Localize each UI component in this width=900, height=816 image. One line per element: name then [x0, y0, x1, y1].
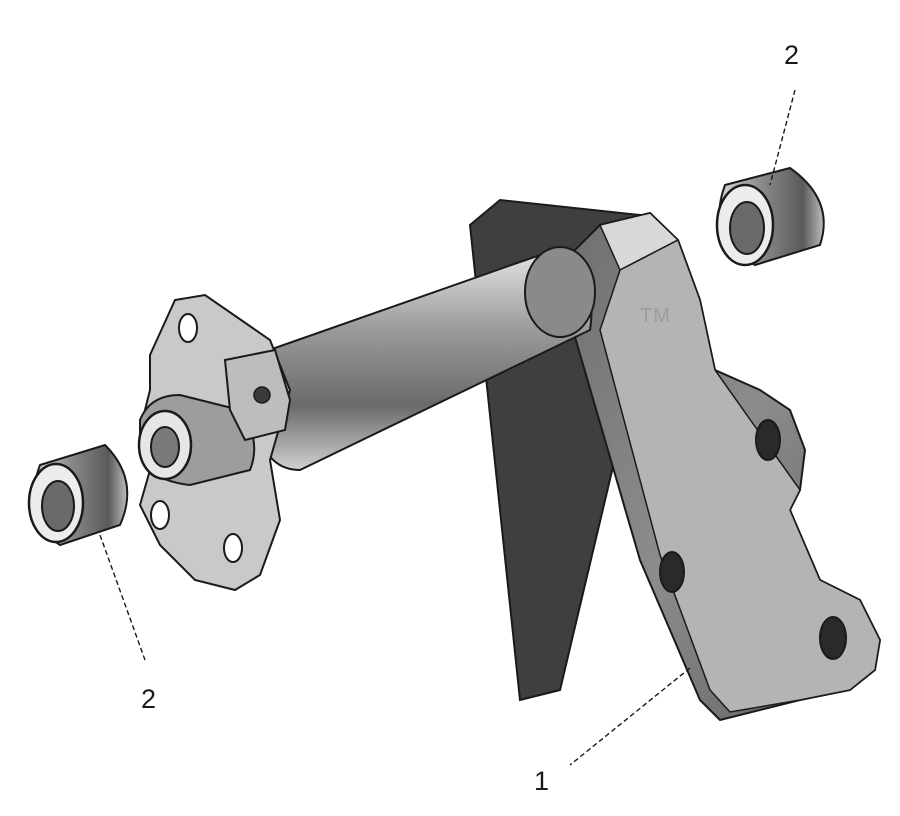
callout-bracket: 1	[534, 766, 550, 796]
bracket-hole-middle	[659, 551, 685, 593]
leader-line-top-bushing	[769, 89, 796, 186]
flange-hole-bottom-right	[223, 533, 243, 563]
mounting-flange	[137, 293, 292, 592]
leader-lines	[99, 89, 796, 766]
bracket-hole-lower	[819, 616, 847, 660]
leader-line-bracket	[569, 667, 691, 766]
leader-line-left-bushing	[99, 534, 146, 661]
axle-tube	[252, 246, 596, 472]
flange-hole-top	[178, 313, 198, 343]
callout-bushing-left: 2	[141, 684, 157, 714]
bracket-hole-upper	[755, 419, 781, 461]
watermark-trademark: TM	[640, 305, 671, 327]
bushing-part-2-left	[27, 443, 129, 547]
flange-hole-bottom-left	[150, 500, 170, 530]
callout-bushing-top: 2	[784, 40, 800, 70]
bushing-part-2-top	[715, 166, 825, 267]
